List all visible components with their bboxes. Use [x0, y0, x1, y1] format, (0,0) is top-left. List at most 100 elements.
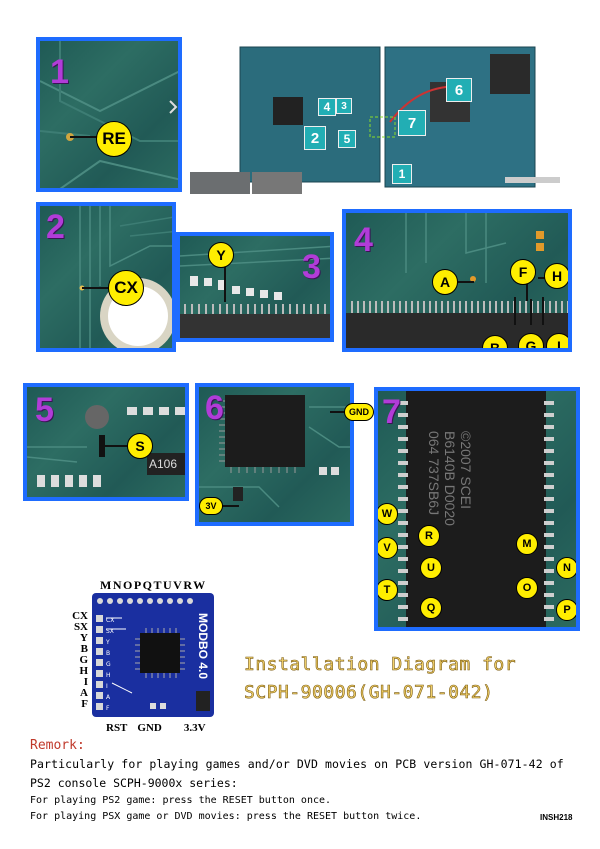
lead-g [530, 299, 532, 325]
panel-6: 6 3V [195, 383, 354, 526]
lead-h [538, 277, 546, 279]
pcb-traces-3 [180, 245, 330, 338]
label-3v: 3V [199, 497, 223, 515]
overview-box-1: 1 [392, 164, 412, 184]
title-line-1: Installation Diagram for [244, 654, 517, 676]
label-p: P [556, 599, 576, 621]
panel-1: 1 RE [36, 37, 182, 192]
silk-sx: SX [106, 628, 114, 635]
left-pin-f: F [81, 698, 88, 710]
panel-7: 7 ©2007 SCEI B6140B D0020 064 737SB6J W … [374, 387, 580, 631]
label-gnd: GND [344, 403, 374, 421]
remark-line-1: Particularly for playing games and/or DV… [30, 757, 564, 771]
lead-cx [82, 287, 112, 289]
modchip-bottom-pins: RST GND 3.3V [106, 722, 206, 734]
chip-marking-a106: A106 [149, 457, 178, 471]
modchip-left-pins: CX SX Y B G H I A F [66, 611, 88, 710]
label-y: Y [208, 242, 234, 268]
modchip-top-pins: MNOPQTUVRW [100, 578, 207, 592]
pcb-traces-5 [27, 405, 185, 487]
left-pin-i: I [83, 676, 88, 688]
label-s: S [127, 433, 153, 459]
panel-3: 3 Y [176, 232, 334, 342]
lead-re [70, 136, 100, 138]
modchip-board: MODBO 4.0 CX SX Y B G H I A F [92, 593, 214, 717]
label-n: N [556, 557, 576, 579]
silk-cx: CX [106, 617, 115, 624]
modchip-art [96, 598, 210, 711]
label-o: O [516, 577, 538, 599]
overview-box-5: 5 [338, 130, 356, 148]
silk-a: A [106, 694, 111, 701]
remark-heading: Remork: [30, 738, 85, 753]
remark-line-2: PS2 console SCPH-9000x series: [30, 776, 238, 790]
overview-box-3: 3 [336, 98, 352, 114]
lead-b [514, 297, 516, 325]
silk-g: G [106, 661, 111, 668]
document-code: INSH218 [540, 813, 573, 822]
label-re: RE [96, 121, 132, 157]
panel-1-number: 1 [50, 53, 69, 91]
label-u: U [420, 557, 442, 579]
label-w: W [378, 503, 398, 525]
left-pin-h: H [79, 665, 88, 677]
silk-h: H [106, 672, 111, 679]
label-v: V [378, 537, 398, 559]
remark-line-4: For playing PSX game or DVD movies: pres… [30, 811, 422, 822]
overview-box-7: 7 [398, 110, 426, 136]
chip-line-1: ©2007 SCEI [458, 431, 474, 510]
label-m: M [516, 533, 538, 555]
bottom-pin-rst: RST [106, 722, 128, 734]
panel-2: 2 CX [36, 202, 176, 352]
overview-box-6: 6 [446, 78, 472, 102]
panel-4-number: 4 [354, 221, 373, 259]
lead-s [105, 445, 131, 447]
lead-3v [221, 505, 239, 507]
chip-line-3: 064 737SB6J [426, 431, 442, 516]
label-h: H [544, 263, 568, 289]
overview-board: 6 4 3 7 2 5 1 [190, 42, 560, 202]
label-cx: CX [108, 270, 144, 306]
label-a: A [432, 269, 458, 295]
bottom-pin-gnd: GND [137, 722, 162, 734]
remark-line-3: For playing PS2 game: press the RESET bu… [30, 795, 332, 806]
panel-6-number: 6 [205, 389, 224, 427]
lead-a [458, 281, 474, 283]
label-g: G [518, 333, 544, 348]
label-r: R [418, 525, 440, 547]
panel-7-number: 7 [382, 393, 401, 431]
pcb-traces-1 [40, 41, 178, 188]
left-pin-g: G [79, 654, 88, 666]
overview-box-4: 4 [318, 98, 336, 116]
left-pin-cx: CX [72, 610, 88, 622]
panel-3-number: 3 [302, 248, 321, 286]
silk-b: B [106, 650, 111, 657]
lead-y [224, 266, 226, 302]
overview-box-2: 2 [304, 126, 326, 150]
silk-y: Y [106, 639, 110, 646]
left-pin-sx: SX [73, 621, 88, 633]
bottom-pin-3v3: 3.3V [183, 722, 206, 734]
panel-5: 5 A106 S [23, 383, 189, 501]
lead-f [526, 279, 528, 301]
left-pin-a: A [80, 687, 88, 699]
panel-2-number: 2 [46, 208, 65, 246]
lead-i [542, 297, 544, 325]
panel-4: 4 A F H B G I [342, 209, 572, 352]
overview-pcb [190, 46, 560, 194]
panel-5-number: 5 [35, 391, 54, 429]
chip-7 [398, 391, 554, 627]
left-pin-y: Y [80, 632, 88, 644]
silk-f: F [106, 705, 110, 712]
title-line-2: SCPH-90006(GH-071-042) [244, 682, 494, 704]
pcb-traces-6 [199, 395, 350, 508]
label-q: Q [420, 597, 442, 619]
modchip-silk-labels: CX SX Y B G H I A F [106, 615, 114, 714]
label-t: T [378, 579, 398, 601]
chip-line-2: B6140B D0020 [442, 431, 458, 526]
left-pin-b: B [80, 643, 88, 655]
silk-i: I [106, 683, 108, 690]
lead-gnd [330, 411, 350, 413]
label-f: F [510, 259, 536, 285]
label-i: I [546, 333, 568, 348]
